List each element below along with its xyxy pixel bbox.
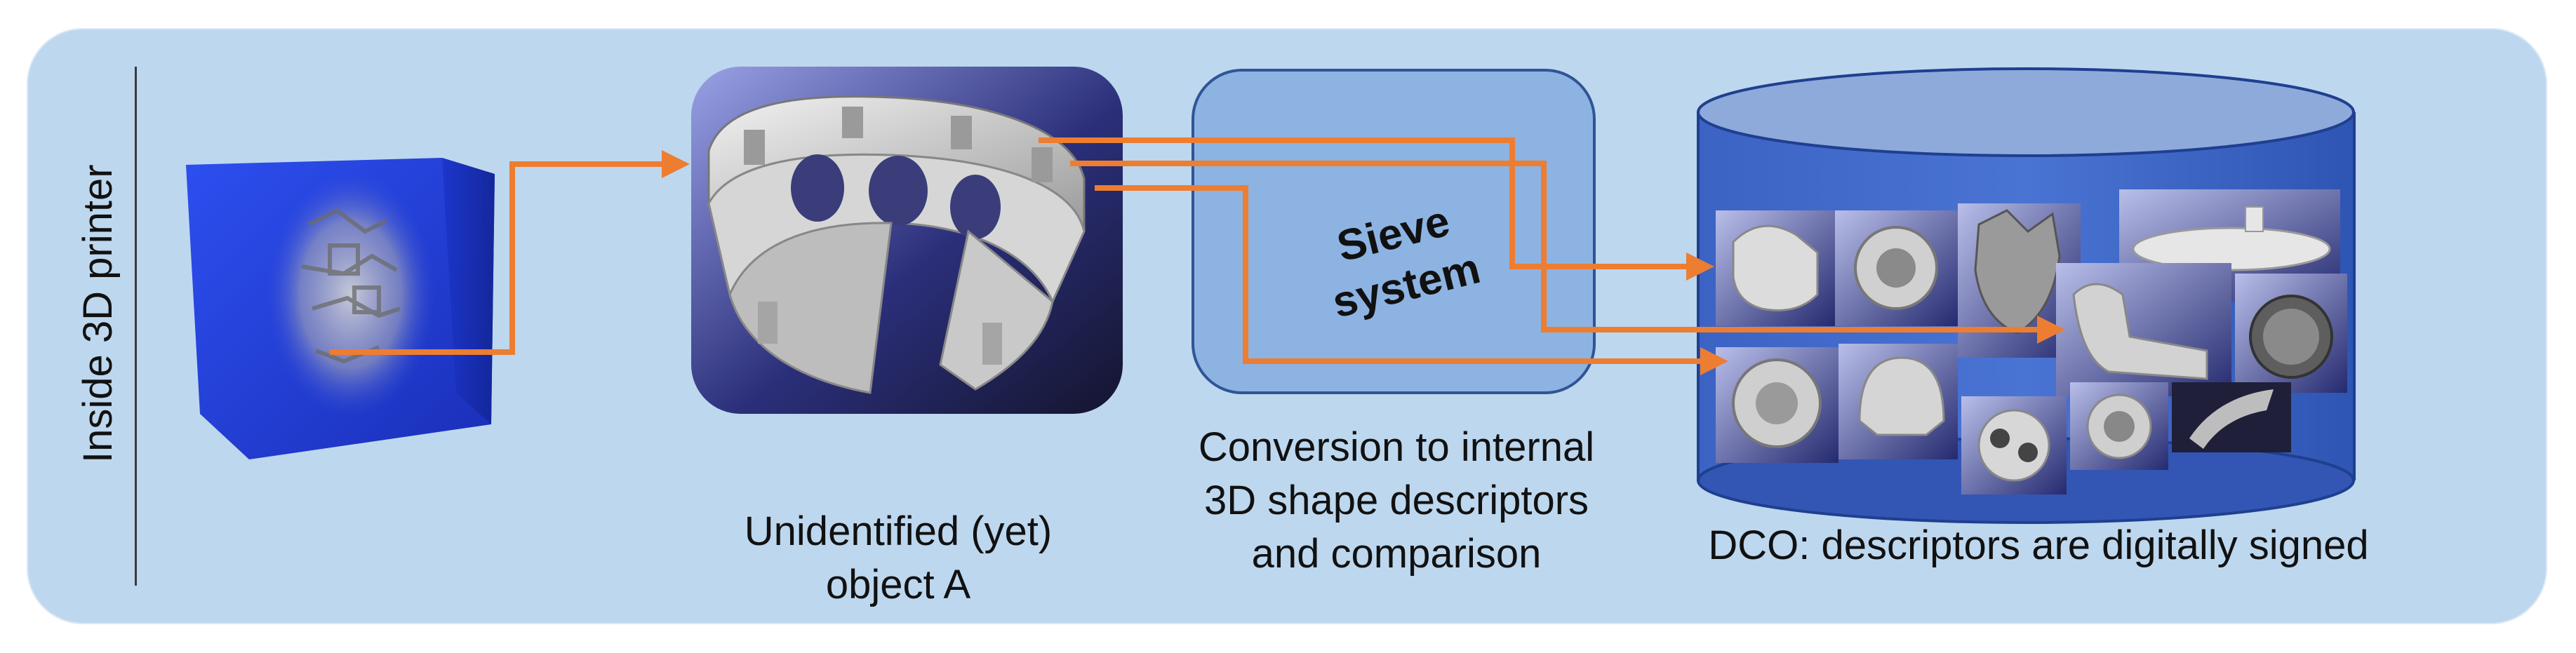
object-caption-line1: Unidentified (yet) xyxy=(744,509,1053,554)
conversion-caption: Conversion to internal 3D shape descript… xyxy=(1116,421,1677,581)
conversion-caption-line2: 3D shape descriptors xyxy=(1203,478,1589,523)
shape-thumbnails xyxy=(1716,189,2347,494)
thumbnail-flower-icon xyxy=(1835,210,1958,326)
object-a-image xyxy=(691,67,1123,414)
thumbnail-ring-icon xyxy=(2070,382,2168,470)
arrow-object-to-dco-2 xyxy=(1070,161,2065,344)
printer-cube-icon xyxy=(186,158,495,459)
arrow-object-to-dco-1 xyxy=(1039,137,1714,281)
conversion-caption-line1: Conversion to internal xyxy=(1198,424,1595,470)
sieve-box xyxy=(1192,69,1596,394)
divider-line xyxy=(135,67,137,586)
object-caption: Unidentified (yet) object A xyxy=(653,505,1144,612)
thumbnail-sphere-icon xyxy=(1961,396,2067,494)
thumbnail-helmet-icon xyxy=(1838,344,1958,459)
thumbnail-pipe-icon xyxy=(2056,263,2231,396)
arrow-cube-to-object xyxy=(330,150,690,355)
thumbnail-bottle-icon xyxy=(1716,210,1835,326)
object-caption-line2: object A xyxy=(825,562,971,607)
thumbnail-lotus-icon xyxy=(1716,347,1838,463)
flow-arrows xyxy=(330,137,2065,375)
thumbnail-bracket-icon xyxy=(2172,382,2291,452)
thumbnail-mine-icon xyxy=(2235,274,2347,393)
dco-caption: DCO: descriptors are digitally signed xyxy=(1708,523,2369,568)
arrow-object-to-dco-3 xyxy=(1095,185,1728,375)
conversion-caption-line3: and comparison xyxy=(1251,531,1542,577)
